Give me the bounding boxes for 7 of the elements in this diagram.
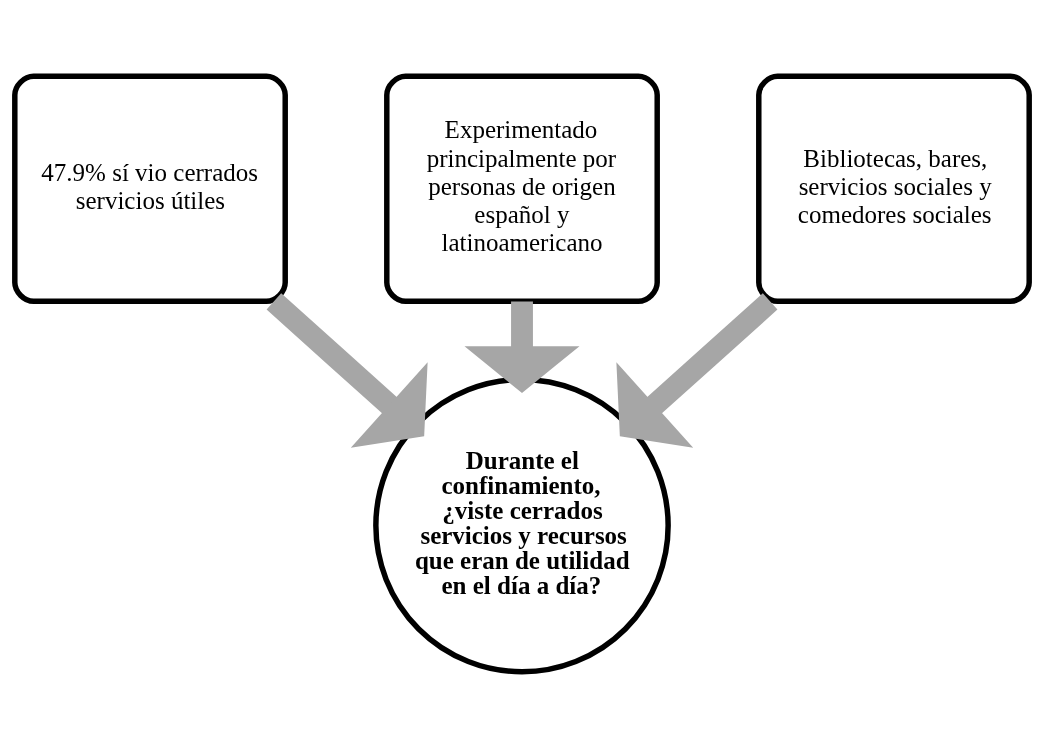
- arrow: [464, 301, 580, 394]
- node-box: Experimentado principalmente por personas de origen español y latinoamericano: [384, 73, 660, 305]
- node-box: Bibliotecas, bares, servicios sociales y comedores sociales: [756, 73, 1032, 305]
- node-box: 47.9% sí vio cerrados servicios útiles: [12, 73, 288, 305]
- arrow: [266, 293, 428, 448]
- arrow: [616, 293, 778, 448]
- node-circle: Durante el confinamiento, ¿viste cerrados servicios y recursos que eran de utilidad en el día a día?: [373, 376, 671, 675]
